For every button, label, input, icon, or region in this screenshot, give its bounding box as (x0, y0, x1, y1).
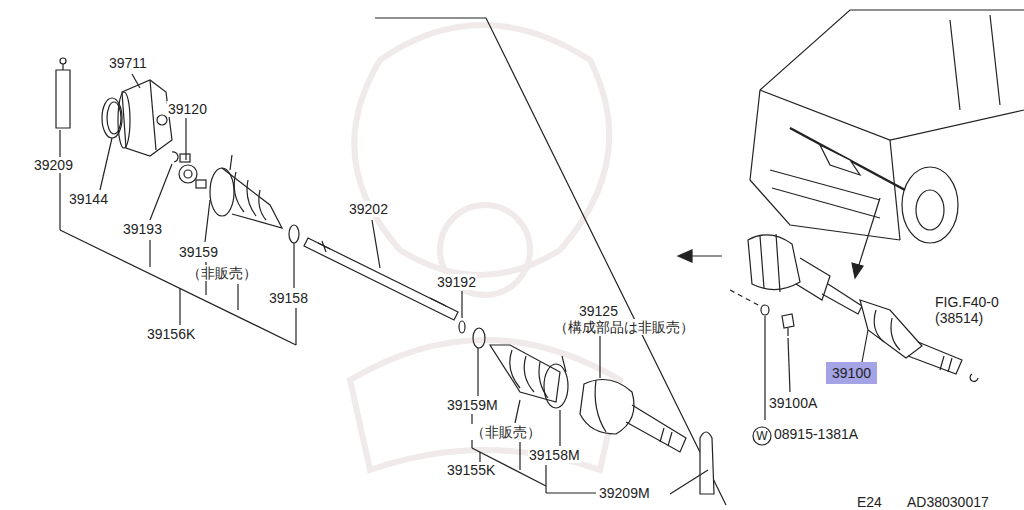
callout-number: 39209M (598, 485, 651, 501)
callout-number: 39144 (68, 191, 109, 207)
callout-number: 39100 (826, 362, 877, 381)
joint-housing (118, 80, 172, 156)
shock-tool (700, 432, 714, 494)
outer-joint (580, 380, 686, 453)
group-bracket (60, 130, 296, 345)
callout-number: 39193 (122, 221, 163, 237)
tripod-joint (179, 154, 206, 188)
part-note: （非販売） (186, 265, 258, 281)
symbol-circle: W (752, 426, 772, 446)
callout-number: 08915-1381A (773, 426, 859, 442)
boot-band (473, 328, 485, 348)
drive-shaft (304, 238, 458, 320)
callout-number: 39209 (33, 157, 74, 173)
callout-number: 39159M (446, 397, 499, 413)
joint-boot (210, 155, 282, 228)
shaft-assembly (730, 234, 978, 420)
vehicle-sketch (750, 10, 1024, 243)
callout-number: 39158M (528, 447, 581, 463)
boot-band (544, 364, 568, 408)
callout-number: 39158 (268, 290, 309, 306)
diagram-code: AD38030017 (906, 494, 990, 510)
diagram-code: E24 (856, 494, 883, 510)
callout-number: 39202 (348, 201, 389, 217)
shock-tool (56, 58, 70, 128)
callout-number: 39155K (446, 462, 496, 478)
callout-number: 39192 (436, 274, 477, 290)
boot-band (289, 225, 299, 243)
frame-line (375, 18, 726, 505)
callout-number: 39156K (146, 326, 196, 342)
callout-number: 39100A (768, 395, 818, 411)
part-note: FIG.F40-0 (934, 294, 1000, 310)
snap-ring (172, 152, 178, 162)
snap-ring (459, 321, 465, 333)
part-note: (38514) (934, 310, 984, 326)
callout-number: 39125 (578, 303, 619, 319)
leader-lines (100, 74, 708, 494)
watermark-logo (350, 25, 620, 470)
part-note: （非販売） (470, 424, 542, 440)
highlight-box: 39100 (826, 362, 877, 384)
symbol-letter: W (752, 426, 772, 443)
part-note: （構成部品は非販売） (553, 319, 695, 335)
callout-number: 39120 (167, 101, 208, 117)
joint-boot (490, 345, 566, 402)
callout-number: 39711 (108, 55, 148, 71)
callout-number: 39159 (178, 244, 219, 260)
